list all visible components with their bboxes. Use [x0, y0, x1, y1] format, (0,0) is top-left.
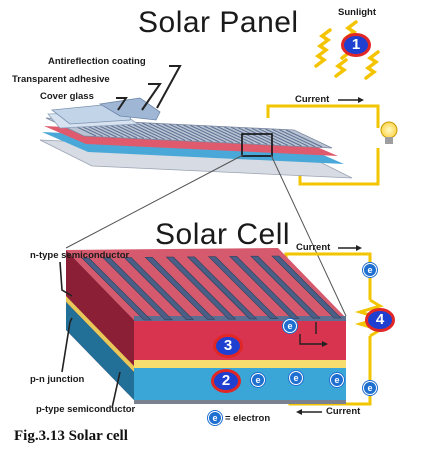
- panel-grid-line: [258, 128, 295, 147]
- current-label-top: Current: [295, 94, 330, 105]
- electron-icon: e: [289, 371, 303, 385]
- electron-legend-text: = electron: [225, 412, 271, 424]
- panel-grid-line: [141, 122, 179, 141]
- figure-caption: Fig.3.13 Solar cell: [14, 428, 128, 444]
- pn-junction-label: p-n junction: [30, 374, 85, 385]
- contact-finger: [102, 257, 173, 321]
- panel-grid-line: [135, 122, 172, 141]
- contact-finger: [81, 257, 152, 321]
- cell-label-pointers: [59, 261, 121, 409]
- contact-finger: [186, 256, 258, 320]
- panel-grid-line: [251, 127, 288, 146]
- panel-grid-line: [237, 127, 275, 146]
- contact-finger: [207, 256, 279, 319]
- antireflection-label: Antireflection coating: [48, 56, 146, 67]
- electron-legend: e = electron: [208, 411, 270, 425]
- antireflection-layer: [98, 97, 161, 121]
- panel-grid-line: [203, 125, 241, 144]
- electron-path-arrow: [299, 322, 328, 347]
- panel-grid-line: [128, 121, 165, 140]
- solar-cell-block: [66, 248, 346, 404]
- panel-title: Solar Panel: [138, 6, 299, 39]
- current-arrow-lower: [296, 409, 322, 415]
- panel-grid-line: [189, 124, 227, 143]
- solar-panel: [39, 97, 353, 179]
- current-label-lower: Current: [326, 406, 361, 417]
- electron-legend-icon: e: [208, 411, 222, 425]
- electron-icon: e: [283, 319, 297, 333]
- panel-grid-line: [265, 128, 302, 147]
- panel-grid-line: [183, 124, 220, 143]
- panel-grid-line: [278, 129, 316, 148]
- contact-finger: [123, 257, 194, 320]
- cell-contact-fingers: [81, 255, 342, 321]
- panel-grid-line: [230, 126, 268, 145]
- current-label-upper: Current: [296, 242, 331, 253]
- contact-finger: [229, 256, 300, 319]
- current-arrow-upper: [338, 245, 362, 251]
- contact-finger: [144, 257, 216, 320]
- n-type-label: n-type semiconductor: [30, 250, 130, 261]
- zoom-selection-box: [241, 133, 273, 157]
- electron-icon: e: [363, 381, 377, 395]
- panel-grid-line: [285, 129, 323, 148]
- panel-grid-line: [272, 128, 309, 147]
- panel-label-pointers: [116, 65, 182, 111]
- panel-grid-line: [169, 123, 206, 142]
- cover-glass-label: Cover glass: [40, 91, 94, 102]
- contact-finger: [250, 255, 321, 319]
- adhesive-label: Transparent adhesive: [12, 74, 110, 85]
- marker-3: 3: [213, 334, 243, 358]
- lightbulb-icon: [380, 121, 398, 144]
- contact-finger: [271, 255, 342, 319]
- panel-grid-line: [155, 123, 193, 142]
- marker-1: 1: [341, 33, 371, 57]
- electron-icon: e: [251, 373, 265, 387]
- panel-grid-line: [196, 125, 234, 144]
- electron-icon: e: [330, 373, 344, 387]
- sunlight-label: Sunlight: [338, 7, 376, 18]
- panel-grid-line: [148, 122, 186, 141]
- pn-junction-layer: [134, 360, 346, 368]
- zoom-guide-lines: [65, 154, 347, 317]
- contact-finger: [165, 256, 237, 320]
- p-type-label: p-type semiconductor: [36, 404, 136, 415]
- marker-4: 4: [365, 308, 395, 332]
- marker-2: 2: [211, 369, 241, 393]
- electron-icon: e: [363, 263, 377, 277]
- panel-grid-line: [162, 123, 199, 142]
- cell-title: Solar Cell: [155, 218, 291, 251]
- panel-grid-line: [244, 127, 282, 146]
- panel-grid-line: [176, 124, 213, 143]
- panel-grid-line: [217, 126, 254, 145]
- panel-grid-line: [210, 125, 247, 144]
- current-arrow-top: [338, 97, 364, 103]
